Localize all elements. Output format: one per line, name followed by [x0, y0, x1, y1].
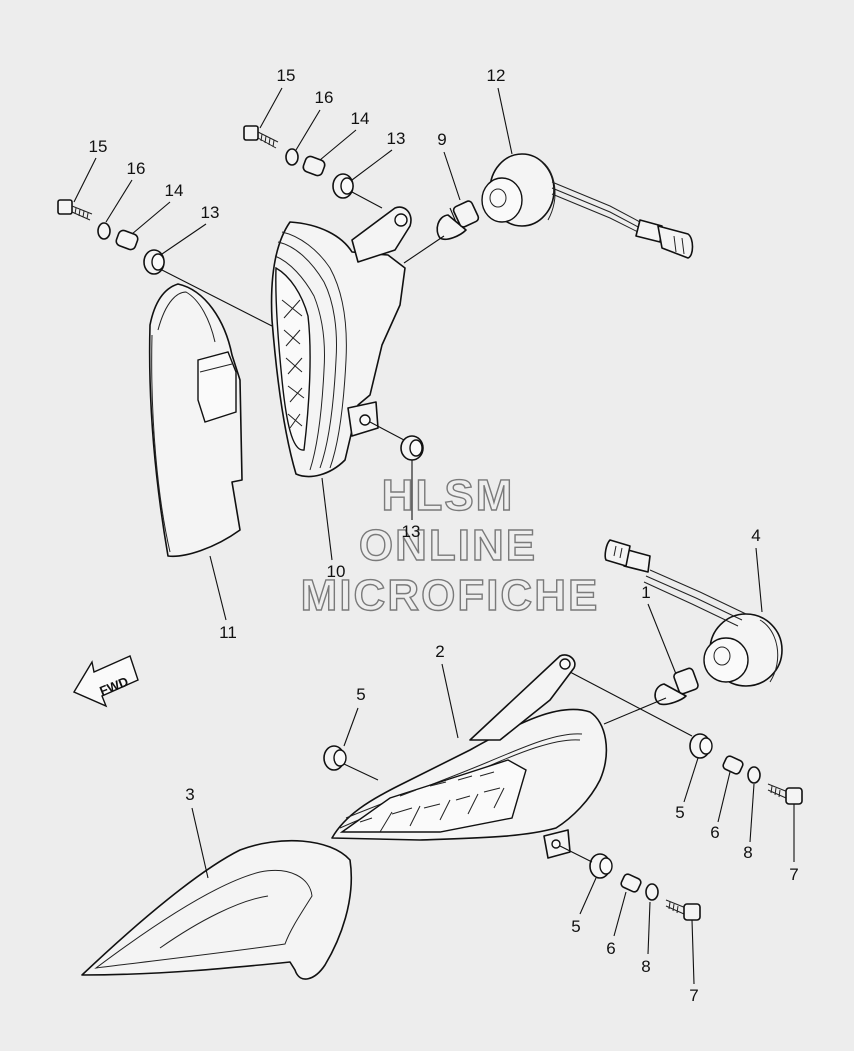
callout-5: 5 — [356, 685, 365, 704]
collar-14b — [302, 155, 326, 177]
part-9-bulb — [436, 200, 480, 241]
callout-6: 6 — [606, 939, 615, 958]
callout-2: 2 — [435, 642, 444, 661]
grommet-13b — [332, 173, 354, 199]
grommet-5c — [589, 853, 613, 879]
washer-8a — [747, 766, 761, 784]
part-4-socket-harness — [604, 539, 783, 687]
part-11-lens-cover — [148, 283, 243, 558]
washer-16b — [285, 148, 299, 166]
callout-5: 5 — [571, 917, 580, 936]
collar-6b — [620, 873, 642, 893]
callout-7: 7 — [689, 986, 698, 1005]
watermark-line-3: MICROFICHE — [301, 571, 600, 620]
forward-direction-arrow: FWD — [72, 655, 139, 708]
callout-13: 13 — [402, 522, 421, 541]
grommet-13c — [400, 435, 424, 461]
callout-14: 14 — [351, 109, 370, 128]
grommet-13a — [143, 249, 165, 275]
callout-14: 14 — [165, 181, 184, 200]
bolt-7b — [665, 899, 701, 921]
bolt-15a — [57, 199, 93, 221]
grommet-5b — [689, 733, 713, 759]
callout-1: 1 — [641, 583, 650, 602]
callout-15: 15 — [277, 66, 296, 85]
part-3-lens-cover — [81, 839, 353, 980]
callout-6: 6 — [710, 823, 719, 842]
callout-12: 12 — [487, 66, 506, 85]
bolt-15b — [243, 125, 279, 149]
callout-10: 10 — [327, 562, 346, 581]
part-1-bulb — [654, 667, 699, 706]
callout-13: 13 — [387, 129, 406, 148]
callout-16: 16 — [315, 88, 334, 107]
watermark: HLSM ONLINE MICROFICHE — [300, 470, 600, 620]
callout-11: 11 — [219, 623, 237, 642]
washer-16a — [97, 222, 111, 240]
bolt-7a — [767, 783, 803, 805]
part-10-flasher-body — [270, 206, 412, 478]
callout-5: 5 — [675, 803, 684, 822]
callout-4: 4 — [751, 526, 760, 545]
collar-14a — [115, 229, 139, 251]
callout-8: 8 — [743, 843, 752, 862]
collar-6a — [722, 755, 744, 775]
washer-8b — [645, 883, 659, 901]
callout-3: 3 — [185, 785, 194, 804]
callout-16: 16 — [127, 159, 146, 178]
callout-9: 9 — [437, 130, 446, 149]
callout-13: 13 — [201, 203, 220, 222]
watermark-line-2: ONLINE — [359, 521, 537, 570]
watermark-line-1: HLSM — [382, 471, 515, 520]
callout-15: 15 — [89, 137, 108, 156]
callout-7: 7 — [789, 865, 798, 884]
part-2-flasher-body — [331, 654, 608, 859]
grommet-5a — [323, 745, 347, 771]
callout-8: 8 — [641, 957, 650, 976]
part-12-socket-harness — [481, 153, 694, 259]
